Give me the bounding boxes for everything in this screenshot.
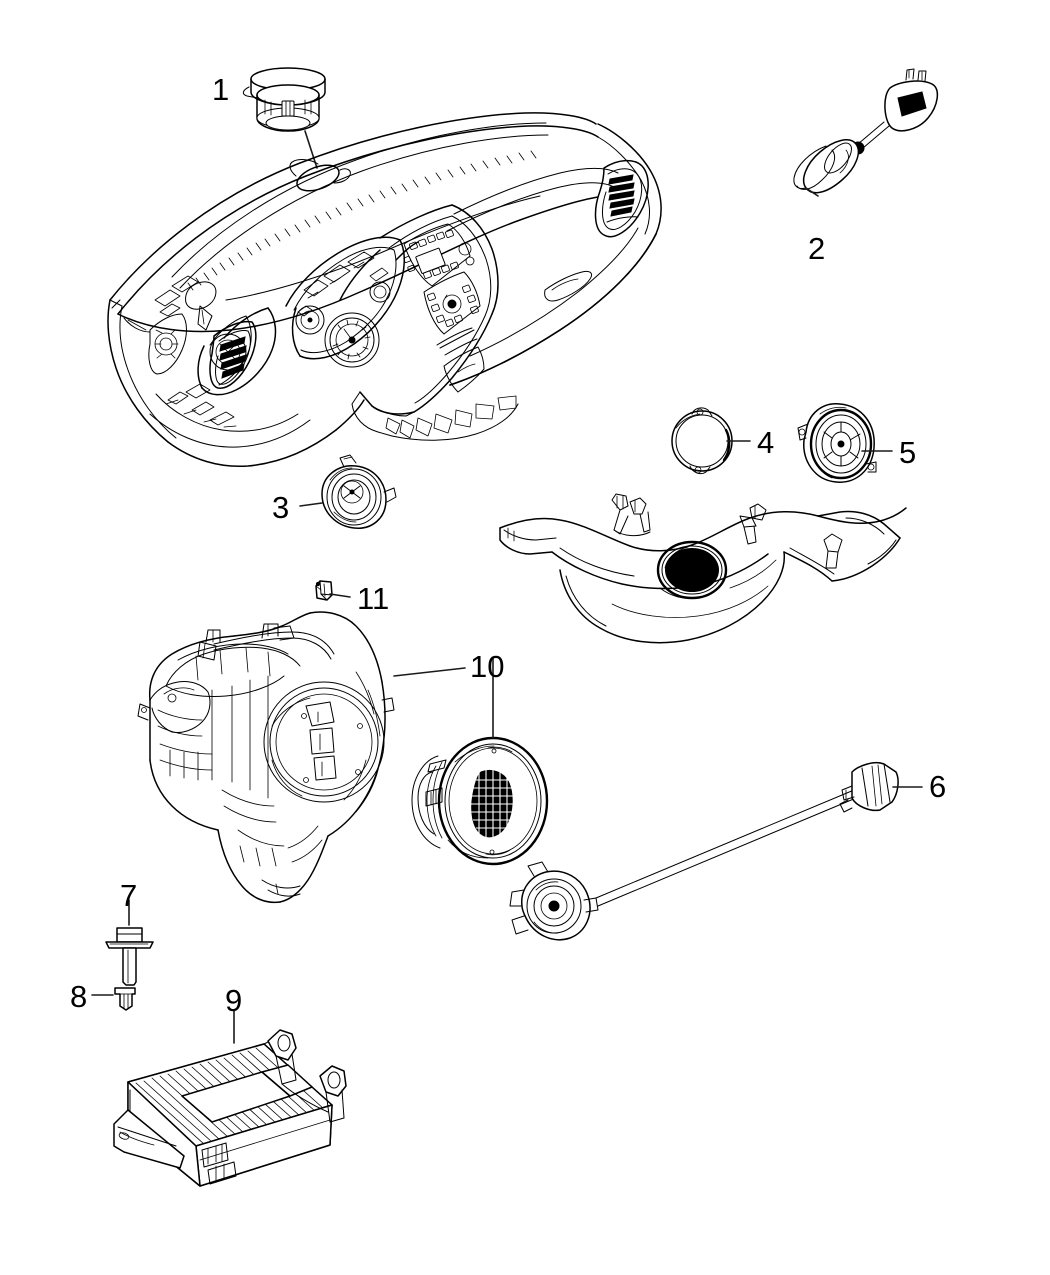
callout-number-2: 2 <box>808 231 826 266</box>
part-11-clip <box>315 580 351 601</box>
blower-opening <box>263 681 385 803</box>
subwoofer-opening <box>656 540 728 600</box>
vent-louvers <box>608 174 635 217</box>
callout-number-7: 7 <box>120 878 138 913</box>
part-7-bolt <box>105 899 154 986</box>
part-1-center-dash-speaker <box>242 67 326 169</box>
callout-number-8: 8 <box>70 979 88 1014</box>
hvac-control-panel <box>423 271 481 335</box>
part-4-speaker-ring <box>671 407 751 475</box>
instrument-cluster <box>285 236 405 368</box>
instrument-panel-assembly <box>107 112 662 468</box>
part-5-speaker-driver <box>797 403 893 483</box>
housing-ribs <box>157 671 381 867</box>
dash-left-switch-block <box>154 275 235 426</box>
panel-mount-clip-left <box>611 493 651 537</box>
hvac-buttons[interactable] <box>427 284 479 327</box>
part-3-small-speaker <box>299 454 397 529</box>
hvac-blower-housing <box>137 611 395 904</box>
driver-vent-louvers <box>219 336 247 379</box>
part-9-amplifier-module <box>113 1009 347 1187</box>
panel-mount-clip-right <box>823 533 843 569</box>
passenger-air-vent <box>594 159 649 238</box>
radio-head-unit <box>403 223 475 287</box>
callout-number-9: 9 <box>225 983 243 1018</box>
part-10-subwoofer-speaker <box>393 657 549 866</box>
callout-number-1: 1 <box>212 72 230 107</box>
radio-buttons-top[interactable] <box>409 229 454 250</box>
amplifier-connectors <box>201 1142 237 1185</box>
callout-number-6: 6 <box>929 769 947 804</box>
callout-number-4: 4 <box>757 425 775 460</box>
subwoofer-enclosure-panel <box>499 493 907 644</box>
part-8-nut <box>91 987 136 1011</box>
part-2-antenna-module <box>793 68 939 197</box>
callout-number-5: 5 <box>899 435 917 470</box>
console-lower-brackets <box>385 395 517 439</box>
headlight-switch-panel <box>148 313 187 375</box>
glovebox-handle <box>544 270 593 302</box>
radio-buttons-bottom[interactable] <box>423 261 459 279</box>
panel-mount-clip-middle <box>739 503 767 545</box>
callout-number-3: 3 <box>272 490 290 525</box>
callout-number-10: 10 <box>470 649 505 684</box>
subwoofer-mesh-dome <box>471 769 513 840</box>
cluster-internals <box>297 251 389 317</box>
defroster-vent-slots <box>187 150 537 291</box>
part-6-microphone-harness <box>509 761 923 941</box>
callout-number-11: 11 <box>357 581 390 616</box>
steering-stalk <box>185 281 217 331</box>
driver-air-vent <box>209 320 257 389</box>
